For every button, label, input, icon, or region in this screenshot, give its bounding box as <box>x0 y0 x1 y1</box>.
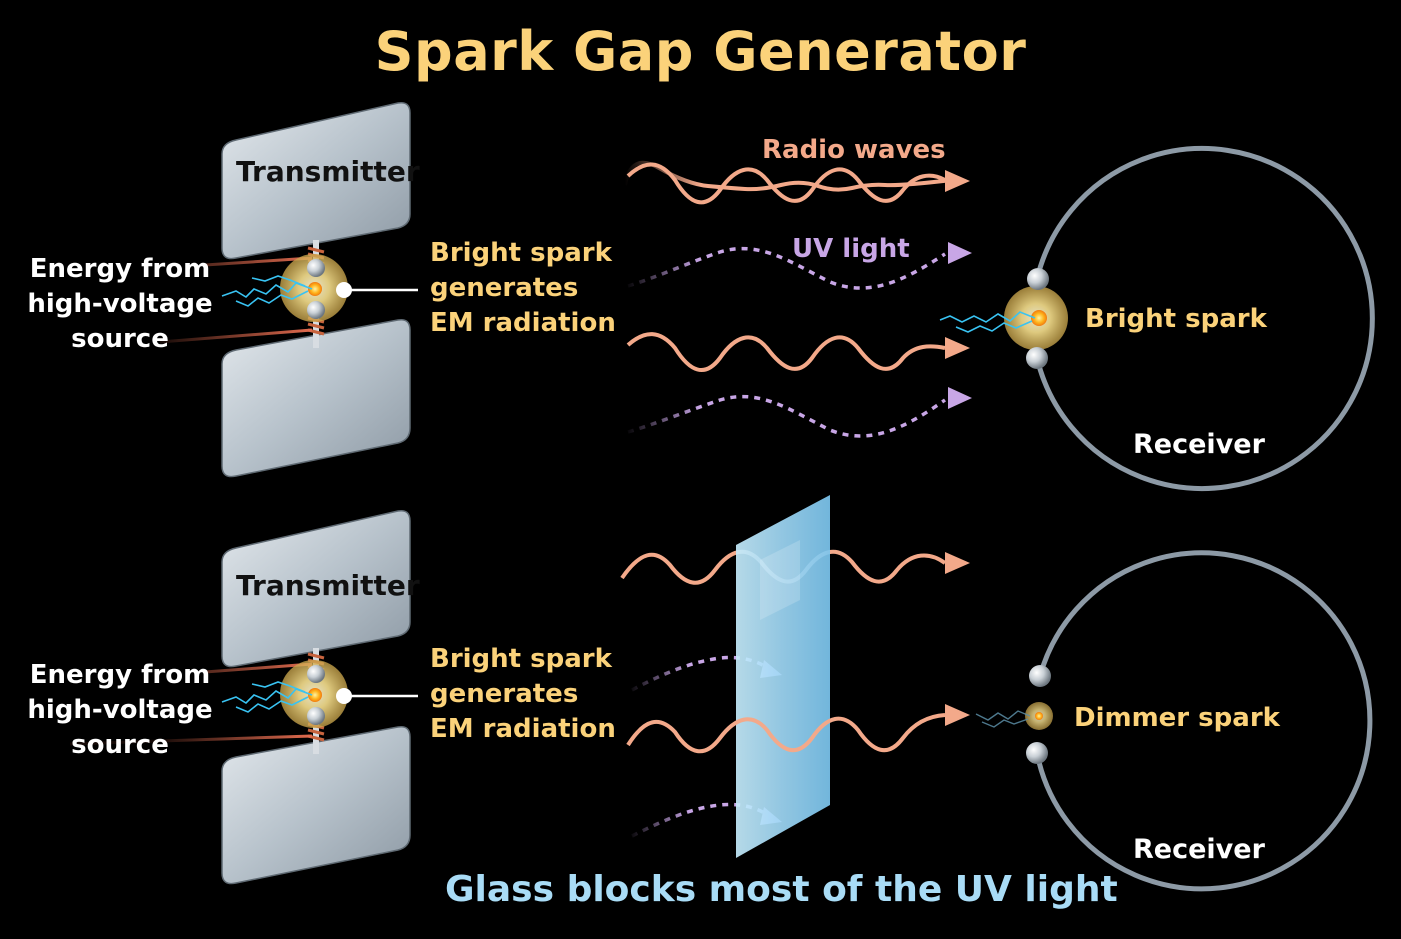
top-emission-pointer-dot <box>336 282 352 298</box>
bottom-panel <box>69 495 1373 892</box>
bottom-wire-lower <box>69 734 313 746</box>
top-receiver-spark-core <box>1031 310 1047 326</box>
top-transmitter-ball-lower <box>307 301 325 319</box>
radio-waves-label: Radio waves <box>762 135 946 165</box>
bottom-transmitter-spark-core <box>308 688 322 702</box>
top-energy-line-3: source <box>71 324 169 354</box>
bottom-emission-pointer-dot <box>336 688 352 704</box>
top-energy-line-2: high-voltage <box>27 289 213 319</box>
top-radio-wave-2-path <box>626 332 946 372</box>
bottom-transmitter-label: Transmitter <box>236 569 420 602</box>
top-radio-wave-1-path <box>626 162 946 205</box>
bottom-radio-wave-1-arrow <box>945 552 970 574</box>
top-receiver-spark-label: Bright spark <box>1085 304 1267 334</box>
bottom-transmitter-upper-plate <box>221 509 411 668</box>
top-uv-wave-2-arrow <box>948 387 972 409</box>
top-transmitter-lightning <box>221 275 313 307</box>
top-receiver-lightning <box>939 311 1036 333</box>
bottom-receiver-ball-upper <box>1029 665 1051 687</box>
top-receiver-ball-lower <box>1026 347 1048 369</box>
bottom-energy-label: Energy from high-voltage source <box>22 658 218 763</box>
bottom-receiver-spark-core <box>1035 712 1043 720</box>
top-emission-label: Bright spark generates EM radiation <box>430 236 616 341</box>
bottom-transmitter-lightning <box>221 681 313 713</box>
top-transmitter-lower-plate <box>221 318 411 478</box>
bottom-energy-line-3: source <box>71 730 169 760</box>
bottom-receiver-ring <box>1034 550 1373 892</box>
top-radio-wave-1 <box>623 160 953 192</box>
top-uv-wave-2-path <box>627 394 947 438</box>
bottom-emission-label: Bright spark generates EM radiation <box>430 642 616 747</box>
top-emission-line-2: generates <box>430 273 579 303</box>
top-wire-upper <box>204 256 313 267</box>
top-emission-line-1: Bright spark <box>430 238 612 268</box>
top-uv-wave-1-path <box>627 246 946 290</box>
bottom-emission-line-2: generates <box>430 679 579 709</box>
bottom-emission-line-1: Bright spark <box>430 644 612 674</box>
top-panel <box>159 101 1375 491</box>
bottom-uv-wave-2-path <box>631 802 769 838</box>
top-transmitter-label: Transmitter <box>236 155 420 188</box>
top-energy-line-1: Energy from <box>29 254 211 284</box>
top-receiver-ball-upper <box>1027 268 1049 290</box>
glass-caption: Glass blocks most of the UV light <box>445 869 1118 910</box>
top-receiver-ring <box>1034 146 1375 491</box>
bottom-transmitter-lower-plate <box>221 725 411 885</box>
top-transmitter-upper-plate <box>221 101 411 260</box>
uv-light-label: UV light <box>792 234 910 264</box>
bottom-lower-rod <box>313 718 319 754</box>
bottom-receiver-label: Receiver <box>1133 834 1265 865</box>
bottom-radio-wave-2-path <box>626 713 946 754</box>
top-receiver-label: Receiver <box>1133 429 1265 460</box>
top-transmitter-ball-upper <box>307 259 325 277</box>
top-energy-label: Energy from high-voltage source <box>22 252 218 357</box>
page-title: Spark Gap Generator <box>374 20 1027 83</box>
bottom-receiver-ball-lower <box>1026 742 1048 764</box>
bottom-uv-wave-1-path <box>631 655 769 692</box>
bottom-radio-wave-2-arrow <box>945 704 970 726</box>
top-transmitter-spark-core <box>308 282 322 296</box>
glass-pane <box>736 495 830 858</box>
bottom-transmitter-ball-upper <box>307 665 325 683</box>
bottom-receiver-spark-label: Dimmer spark <box>1074 703 1280 733</box>
top-uv-wave-1-arrow <box>948 242 972 264</box>
bottom-receiver-lightning <box>975 710 1031 728</box>
top-emission-line-3: EM radiation <box>430 308 616 338</box>
top-radio-wave-1-arrow <box>945 170 970 192</box>
bottom-energy-line-1: Energy from <box>29 660 211 690</box>
bottom-wire-upper <box>204 662 313 674</box>
top-lower-rod <box>313 312 319 348</box>
top-wire-lower <box>159 328 313 344</box>
bottom-transmitter-ball-lower <box>307 707 325 725</box>
top-radio-wave-2-arrow <box>945 337 970 359</box>
glass-pane-highlight <box>760 540 800 620</box>
bottom-energy-line-2: high-voltage <box>27 695 213 725</box>
bottom-emission-line-3: EM radiation <box>430 714 616 744</box>
